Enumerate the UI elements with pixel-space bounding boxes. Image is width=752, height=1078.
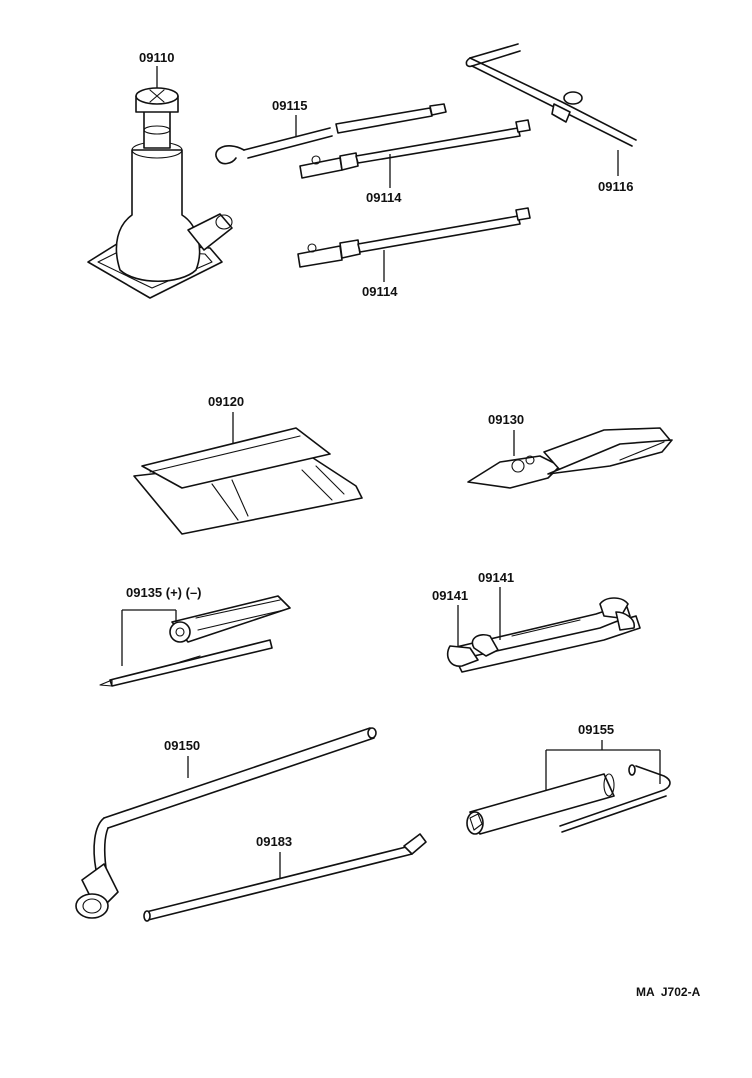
wheel-wrench	[75, 727, 377, 919]
label-extension-1: 09114	[366, 190, 402, 205]
label-extension-2: 09114	[362, 284, 398, 299]
label-screwdriver: 09135 (+) (–)	[126, 585, 202, 600]
label-pry-bar: 09183	[256, 834, 292, 849]
jack-handle	[215, 103, 447, 165]
label-wheel-wrench: 09150	[164, 738, 200, 753]
label-pliers: 09130	[488, 412, 524, 427]
wrench-set	[446, 597, 641, 673]
jack-handle-extension-1	[299, 119, 531, 179]
label-jack: 09110	[139, 50, 174, 65]
jack	[87, 87, 233, 299]
label-wrench-large: 09141	[478, 570, 514, 585]
label-crank: 09116	[598, 179, 633, 194]
pry-bar	[143, 833, 427, 922]
pliers	[467, 427, 673, 489]
label-jack-handle: 09115	[272, 98, 307, 113]
crank	[465, 43, 637, 147]
socket-wrench-set	[466, 764, 671, 835]
screwdriver	[99, 595, 291, 687]
label-socket-wrench-set: 09155	[578, 722, 614, 737]
label-tool-bag: 09120	[208, 394, 244, 409]
tool-bag	[133, 427, 363, 535]
jack-handle-extension-2	[297, 207, 531, 268]
label-wrench-small: 09141	[432, 588, 468, 603]
diagram-code: MA J702-A	[636, 985, 701, 999]
